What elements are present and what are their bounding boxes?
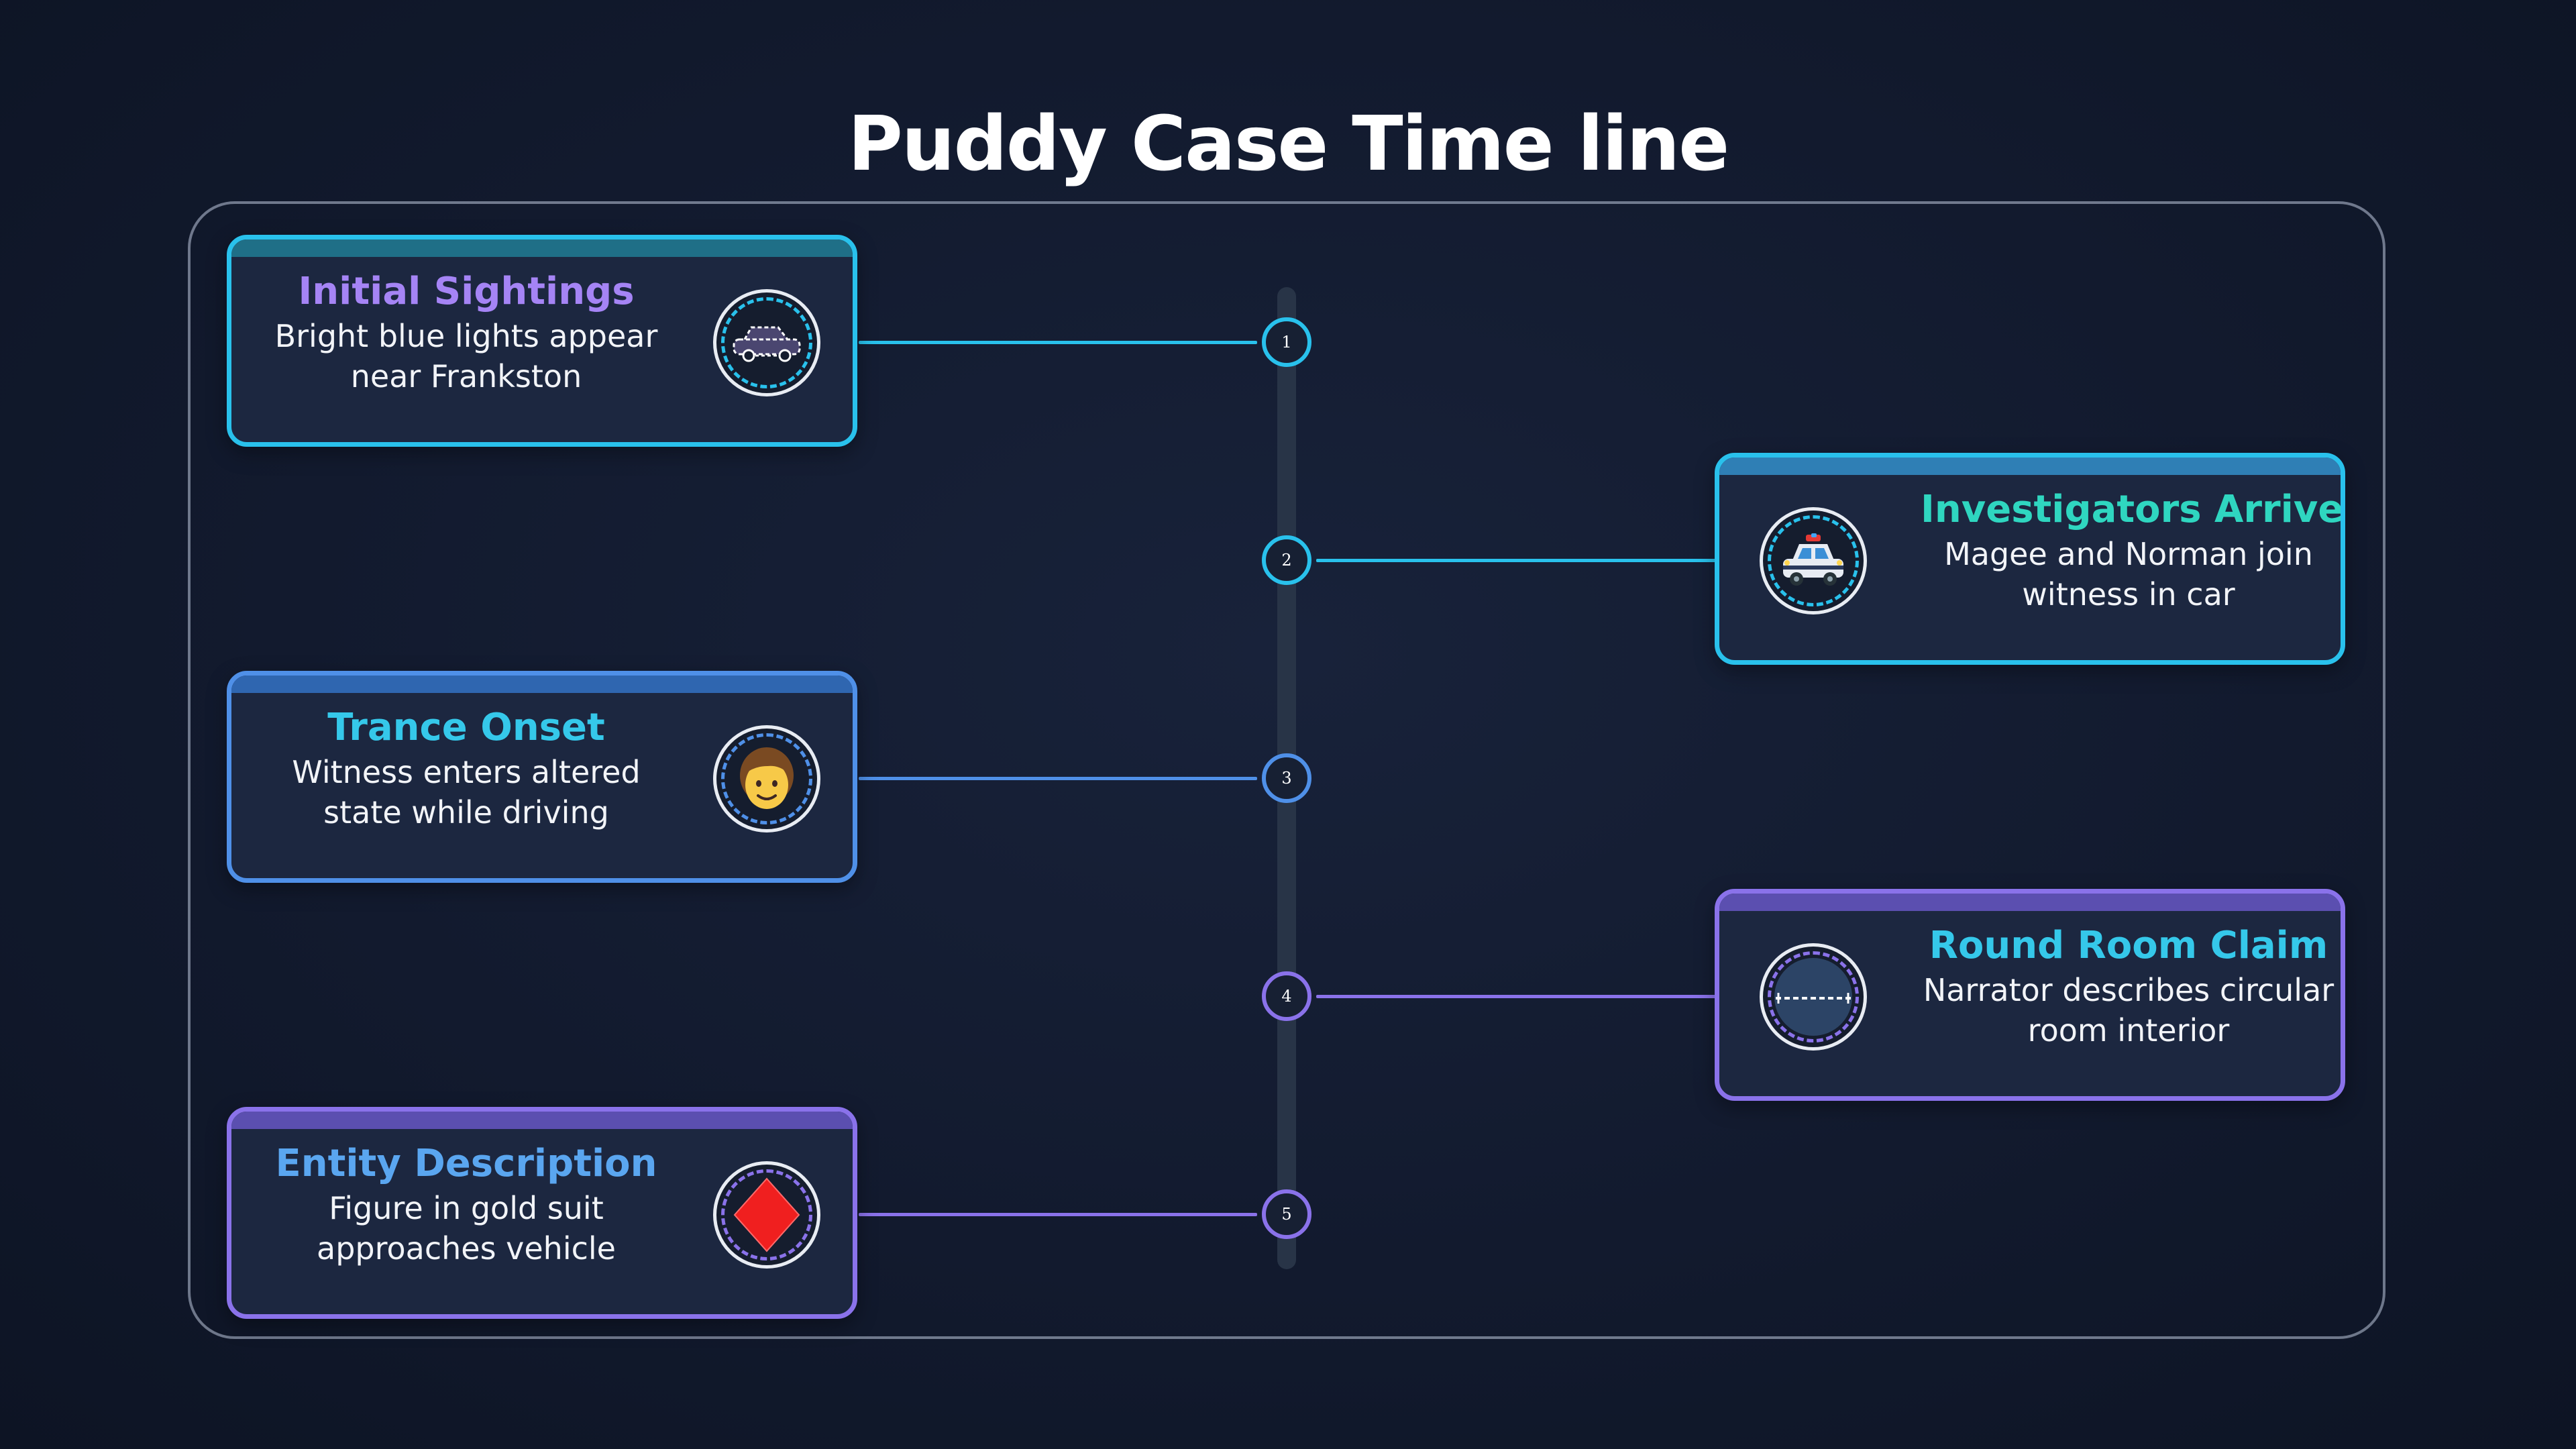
event-icon-badge	[1760, 507, 1867, 614]
event-card-trance-onset[interactable]: Trance Onset Witness enters altered stat…	[227, 671, 857, 883]
card-header-bar	[231, 1112, 853, 1129]
node-number: 2	[1281, 551, 1292, 570]
page-title: Puddy Case Time line	[847, 101, 1729, 188]
connector-5	[859, 1213, 1257, 1216]
round-room-icon	[1774, 958, 1852, 1036]
red-diamond-icon	[733, 1177, 800, 1252]
timeline-frame	[188, 201, 2385, 1339]
event-title: Trance Onset	[327, 706, 605, 749]
event-title: Entity Description	[275, 1142, 657, 1185]
connector-3	[859, 777, 1257, 780]
node-number: 3	[1281, 769, 1292, 788]
timeline-node-4: 4	[1262, 971, 1311, 1021]
police-car-icon	[1783, 533, 1843, 586]
event-card-round-room-claim[interactable]: Round Room Claim Narrator describes circ…	[1715, 889, 2345, 1101]
connector-1	[859, 341, 1257, 344]
card-header-bar	[1719, 458, 2341, 475]
event-title: Initial Sightings	[298, 270, 635, 313]
event-card-entity-description[interactable]: Entity Description Figure in gold suit a…	[227, 1107, 857, 1319]
node-number: 1	[1281, 333, 1292, 352]
event-description: Bright blue lights appear near Frankston	[274, 318, 658, 394]
connector-2	[1316, 559, 1717, 562]
timeline-node-5: 5	[1262, 1189, 1311, 1239]
card-header-bar	[1719, 894, 2341, 911]
event-description: Witness enters altered state while drivi…	[292, 754, 641, 830]
event-icon-badge	[713, 1161, 820, 1269]
node-number: 5	[1281, 1205, 1292, 1224]
event-icon-badge	[713, 725, 820, 833]
timeline-node-1: 1	[1262, 317, 1311, 367]
event-card-initial-sightings[interactable]: Initial Sightings Bright blue lights app…	[227, 235, 857, 447]
event-title: Round Room Claim	[1929, 924, 2328, 967]
event-card-investigators-arrive[interactable]: Investigators Arrive Magee and Norman jo…	[1715, 453, 2345, 665]
event-description: Magee and Norman join witness in car	[1944, 536, 2313, 612]
event-description: Narrator describes circular room interio…	[1923, 972, 2334, 1049]
card-header-bar	[231, 239, 853, 257]
node-number: 4	[1281, 987, 1292, 1006]
connector-4	[1316, 995, 1717, 998]
timeline-node-3: 3	[1262, 753, 1311, 803]
card-header-bar	[231, 676, 853, 693]
timeline-node-2: 2	[1262, 535, 1311, 585]
event-description: Figure in gold suit approaches vehicle	[317, 1190, 616, 1267]
event-icon-badge	[1760, 943, 1867, 1051]
ufo-outline-icon	[733, 326, 801, 362]
person-face-icon	[740, 747, 794, 809]
event-title: Investigators Arrive	[1921, 488, 2344, 531]
event-icon-badge	[713, 289, 820, 396]
